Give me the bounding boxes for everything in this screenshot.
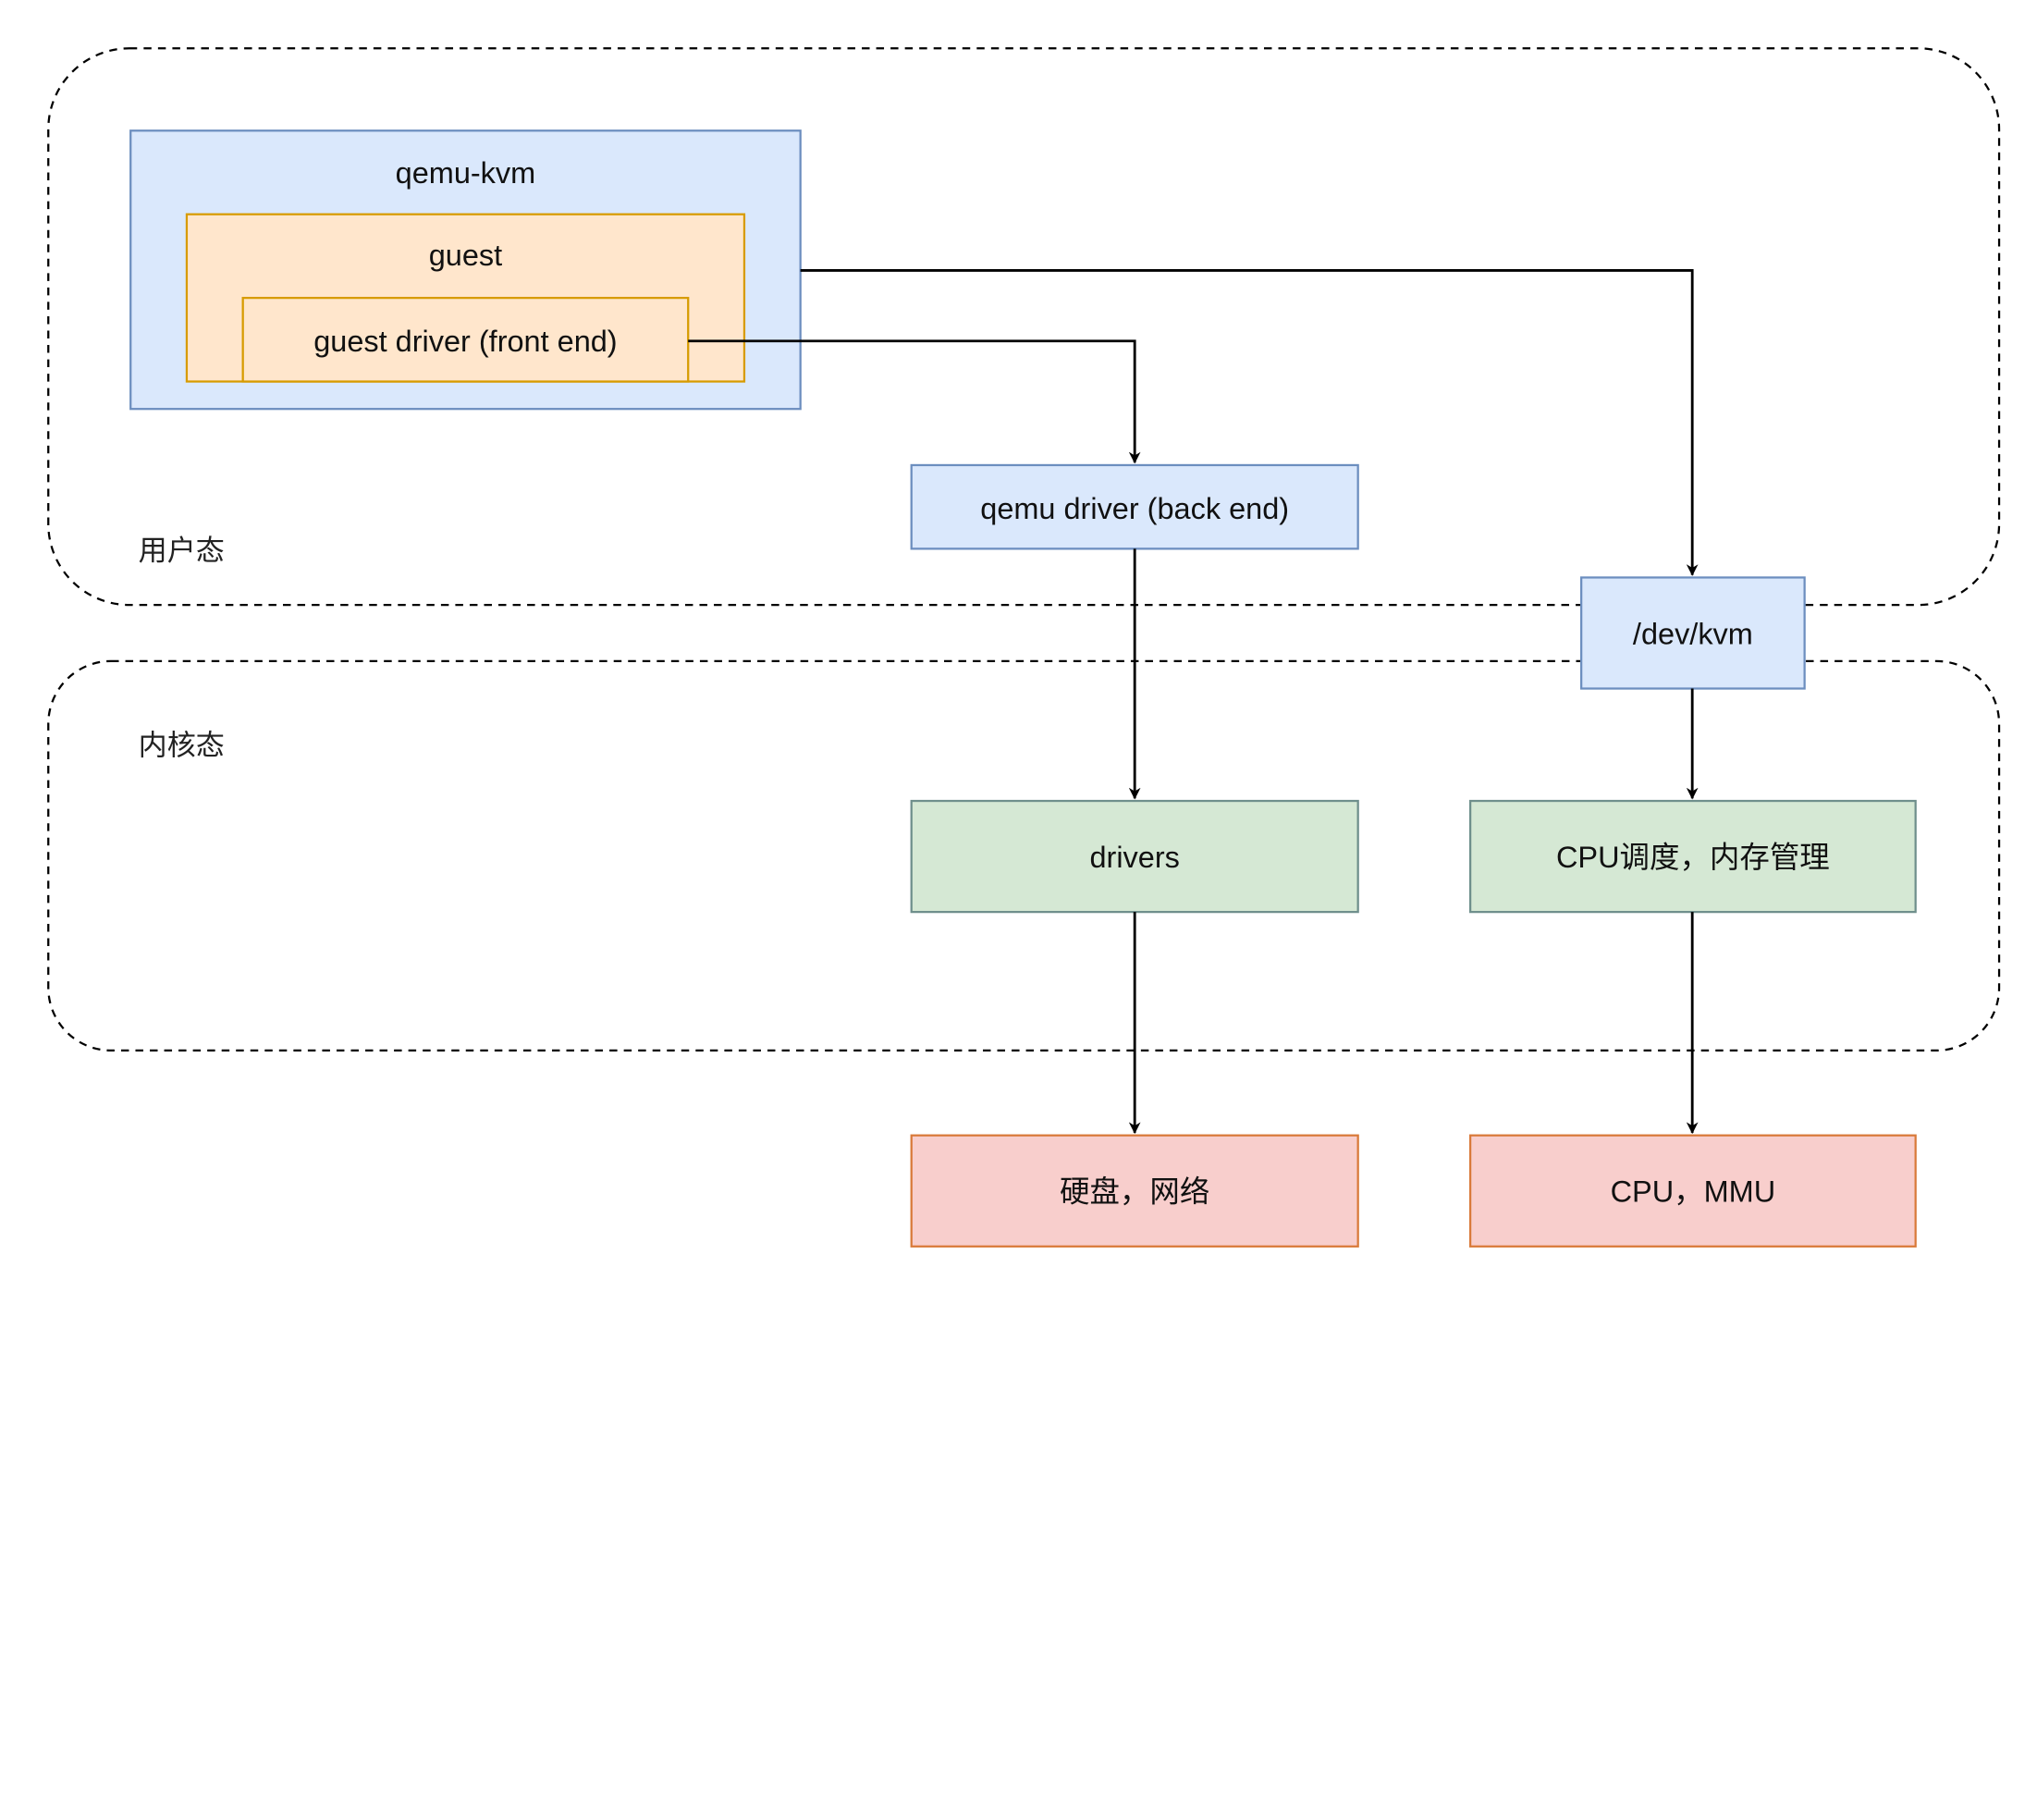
dev-kvm-box	[1580, 576, 1806, 690]
kernel-space-zone	[47, 659, 2001, 1052]
user-space-label: 用户态	[139, 535, 225, 568]
guest-driver-label: guest driver (front end)	[313, 325, 617, 358]
drivers-label: drivers	[1089, 841, 1179, 874]
qemu-driver-box	[910, 463, 1359, 550]
qemu-driver-label: qemu driver (back end)	[980, 492, 1289, 525]
qemu-kvm-label: qemu-kvm	[396, 156, 536, 190]
disk-network-box	[910, 1134, 1359, 1248]
disk-network-label: 硬盘，网络	[1060, 1175, 1209, 1209]
drivers-box	[910, 799, 1359, 914]
architecture-diagram: 用户态 内核态 qemu-kvm guest guest driver (fro…	[47, 47, 2001, 1248]
cpu-mmu-box	[1468, 1134, 1917, 1248]
kernel-space-label: 内核态	[139, 730, 225, 763]
edge-qemu-kvm-to-dev-kvm	[800, 269, 1699, 576]
user-space-zone	[47, 47, 2001, 607]
dev-kvm-label: /dev/kvm	[1633, 617, 1753, 650]
guest-label: guest	[429, 239, 502, 272]
cpu-scheduling-box	[1468, 799, 1917, 914]
edge-guest-driver-to-qemu-driver	[688, 339, 1141, 464]
cpu-scheduling-label: CPU调度，内存管理	[1556, 841, 1830, 874]
cpu-mmu-label: CPU，MMU	[1611, 1175, 1776, 1209]
